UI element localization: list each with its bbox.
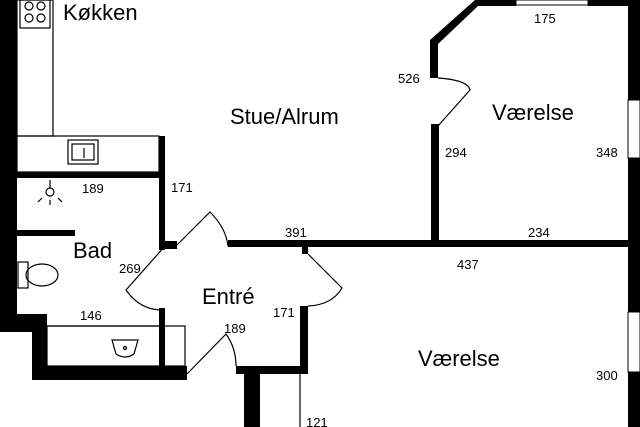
lower-bedroom-door-swing bbox=[307, 253, 343, 307]
dim-living-bottom: 391 bbox=[285, 225, 307, 240]
kitchen-sink-icon bbox=[67, 139, 99, 165]
wall-bath-stub bbox=[17, 230, 75, 236]
dim-bedroom-right-wall: 348 bbox=[596, 145, 618, 160]
dim-top-right-width: 175 bbox=[534, 11, 556, 26]
dim-bath-right: 269 bbox=[119, 261, 141, 276]
room-label-bedroom-top: Værelse bbox=[492, 100, 574, 125]
kitchen-sink-counter bbox=[16, 135, 160, 173]
toilet-icon bbox=[17, 261, 59, 289]
wall-entry-right bbox=[300, 306, 308, 374]
dim-living-door-left: 526 bbox=[398, 71, 420, 86]
wall-entry-right-top bbox=[302, 246, 308, 254]
wall-left-bottom-vertical bbox=[32, 314, 47, 380]
window-right-upper bbox=[627, 99, 640, 159]
window-top bbox=[515, 0, 589, 6]
wall-entry-bottom-right bbox=[236, 366, 308, 374]
bath-door-swing bbox=[125, 245, 166, 311]
kitchen-counter bbox=[16, 0, 54, 137]
dim-bath-bottom: 146 bbox=[80, 308, 102, 323]
room-label-living: Stue/Alrum bbox=[230, 104, 339, 129]
dim-lower-bedroom-right: 300 bbox=[596, 368, 618, 383]
room-label-kitchen: Køkken bbox=[63, 0, 138, 25]
wall-right-mid bbox=[628, 158, 640, 312]
lamp-icon bbox=[37, 180, 63, 205]
front-door-swing bbox=[186, 333, 237, 375]
room-label-entry: Entré bbox=[202, 284, 255, 309]
wall-right-bottom bbox=[628, 372, 640, 427]
wall-living-bottom-left bbox=[165, 241, 177, 249]
room-label-bath: Bad bbox=[73, 238, 112, 263]
bedroom-door-swing bbox=[437, 77, 471, 127]
wall-bedroom-top-left-upper bbox=[430, 40, 438, 78]
wall-bath-top bbox=[17, 172, 165, 178]
wall-living-bottom bbox=[228, 240, 640, 247]
dim-lower-bedroom-top: 437 bbox=[457, 257, 479, 272]
wall-bottom-left bbox=[32, 366, 187, 380]
stove-icon bbox=[19, 0, 51, 29]
wall-bath-right-upper bbox=[159, 136, 165, 250]
dim-entry-bottom: 189 bbox=[224, 321, 246, 336]
wall-outer-left bbox=[0, 0, 17, 332]
entry-door-swing bbox=[175, 211, 229, 247]
wall-top-right-b bbox=[588, 0, 640, 6]
window-right-lower bbox=[627, 311, 640, 373]
wall-right-top bbox=[628, 0, 640, 100]
dim-bedroom-left-wall: 294 bbox=[445, 145, 467, 160]
dim-bottom-corridor: 121 bbox=[306, 415, 328, 427]
dim-bath-top: 189 bbox=[82, 181, 104, 196]
wall-top-right-a bbox=[500, 0, 516, 6]
dim-corridor-wall: 171 bbox=[171, 180, 193, 195]
washbasin-icon bbox=[111, 339, 139, 358]
wall-lower-corridor-left bbox=[244, 366, 260, 427]
room-label-bedroom-bottom: Værelse bbox=[418, 346, 500, 371]
wall-bedroom-top-left-lower bbox=[431, 124, 439, 242]
wall-bath-right-lower bbox=[159, 308, 165, 380]
wall-bedroom-top-diagonal bbox=[430, 0, 500, 44]
dim-bedroom-bottom-wall: 234 bbox=[528, 225, 550, 240]
dim-entry-right: 171 bbox=[273, 305, 295, 320]
